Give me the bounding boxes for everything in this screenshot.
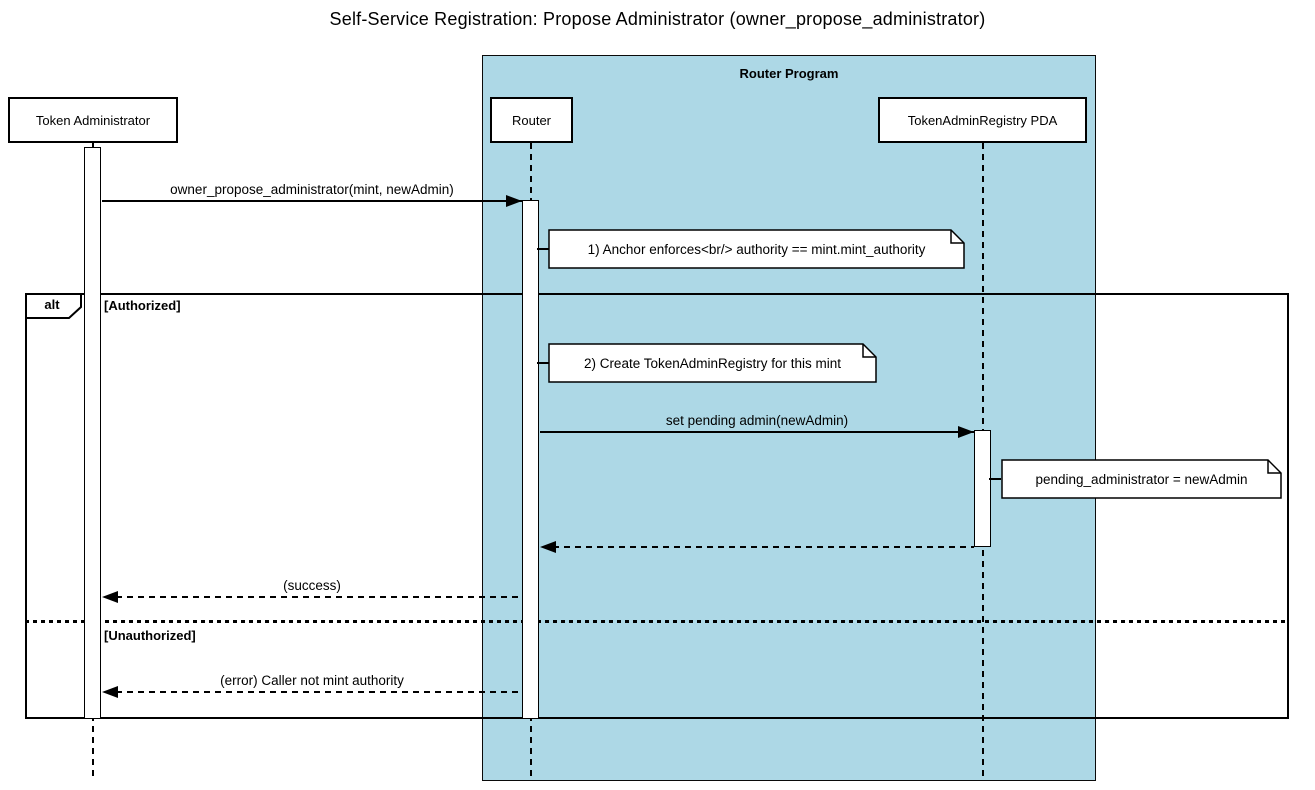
alt-guard-authorized: [Authorized] (104, 298, 181, 313)
participant-router: Router (490, 97, 573, 143)
participant-router-label: Router (511, 112, 552, 128)
message-success-label: (success) (283, 578, 341, 593)
message-error-line (116, 691, 522, 693)
message-return-registry-line (553, 546, 974, 548)
diagram-title: Self-Service Registration: Propose Admin… (329, 9, 986, 29)
note-create-registry-text: 2) Create TokenAdminRegistry for this mi… (583, 355, 842, 371)
router-program-container: Router Program (482, 55, 1096, 781)
arrowhead-icon (506, 195, 522, 207)
note-pending-administrator: pending_administrator = newAdmin (1001, 459, 1282, 499)
message-set-pending-admin-label: set pending admin(newAdmin) (665, 413, 849, 428)
note-3-connector (989, 478, 1001, 480)
participant-token-administrator-label: Token Administrator (35, 112, 151, 128)
note-shape-icon (1001, 459, 1282, 499)
note-pending-administrator-text: pending_administrator = newAdmin (1035, 471, 1248, 487)
activation-router (522, 200, 539, 719)
message-owner-propose-administrator-line (102, 200, 522, 202)
message-error-label: (error) Caller not mint authority (220, 673, 404, 688)
alt-guard-unauthorized: [Unauthorized] (104, 628, 196, 643)
arrowhead-icon (958, 426, 974, 438)
message-owner-propose-administrator-label: owner_propose_administrator(mint, newAdm… (170, 182, 454, 197)
note-1-connector (537, 248, 549, 250)
note-shape-icon (548, 343, 877, 383)
note-anchor-enforces: 1) Anchor enforces<br/> authority == min… (548, 229, 965, 269)
activation-tokenadminregistry-pda (974, 430, 991, 547)
note-create-registry: 2) Create TokenAdminRegistry for this mi… (548, 343, 877, 383)
activation-token-administrator (84, 147, 101, 719)
alt-operator-pentagon (25, 293, 82, 319)
note-2-connector (537, 362, 549, 364)
participant-tokenadminregistry-pda: TokenAdminRegistry PDA (878, 97, 1087, 143)
router-program-label: Router Program (739, 66, 839, 81)
arrowhead-icon (102, 591, 118, 603)
arrowhead-icon (102, 686, 118, 698)
alt-divider (25, 620, 1289, 623)
participant-tokenadminregistry-pda-label: TokenAdminRegistry PDA (907, 112, 1058, 128)
message-success-line (116, 596, 522, 598)
alt-frame: alt (25, 293, 1289, 719)
note-shape-icon (548, 229, 965, 269)
message-set-pending-admin-line (540, 431, 974, 433)
alt-operator-label: alt (44, 297, 60, 312)
note-anchor-enforces-text: 1) Anchor enforces<br/> authority == min… (587, 241, 926, 257)
arrowhead-icon (540, 541, 556, 553)
participant-token-administrator: Token Administrator (8, 97, 178, 143)
